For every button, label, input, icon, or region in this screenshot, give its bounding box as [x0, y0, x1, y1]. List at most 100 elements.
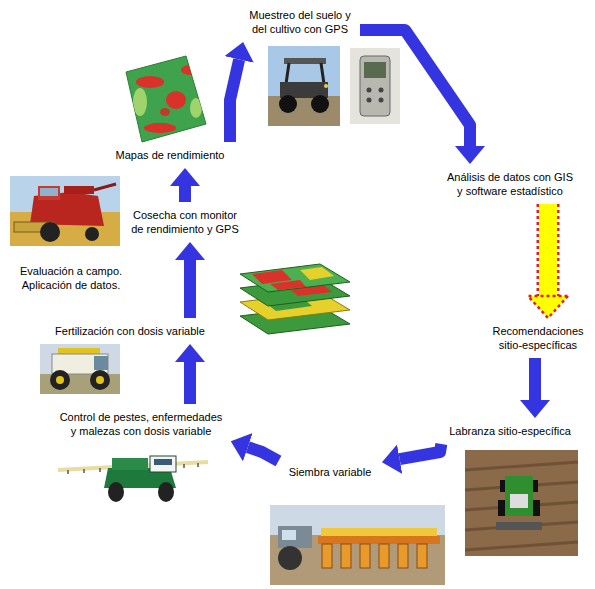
tillage-tractor-photo-part — [498, 500, 506, 516]
sprayer-part — [108, 482, 124, 502]
flow-arrow — [539, 204, 557, 296]
step-label: Mapas de rendimiento — [110, 146, 230, 164]
step-label: Muestreo del suelo y del cultivo con GPS — [244, 6, 356, 38]
sprayer-part — [112, 458, 148, 470]
planter-photo-part — [341, 544, 351, 568]
gps-device-photo-part — [350, 48, 400, 124]
step-text: Labranza sitio-específica — [444, 424, 576, 438]
combine-harvester-part — [85, 227, 99, 241]
note-label: Evaluación a campo. Aplicación de datos. — [14, 262, 128, 294]
flow-arrow-group — [360, 30, 470, 146]
tillage-tractor-photo-part — [532, 500, 540, 516]
fertilizer-applicator-part — [90, 370, 110, 390]
yield-map-part — [126, 56, 206, 142]
fertilizer-applicator-part — [50, 370, 70, 390]
combine-harvester-part — [40, 222, 60, 242]
planter-photo — [270, 505, 445, 585]
planter-photo-part — [322, 544, 332, 568]
gps-device-photo — [350, 48, 400, 124]
planter-photo-part — [398, 544, 408, 568]
step-text: Control de pestes, enfermedades y maleza… — [57, 410, 225, 438]
sprayer-part — [150, 456, 176, 472]
planter-photo-part — [278, 546, 302, 570]
flow-arrow — [184, 362, 196, 404]
flow-arrow-group — [548, 204, 549, 296]
combine-harvester — [10, 176, 120, 246]
flow-arrow — [179, 186, 191, 202]
planter-photo-part — [417, 544, 427, 568]
combine-harvester-part — [38, 186, 60, 200]
flow-arrow-group — [190, 260, 191, 318]
flow-arrow — [529, 358, 541, 400]
flow-arrow — [248, 447, 279, 461]
gis-layers-part — [270, 280, 306, 290]
flow-arrow-group — [190, 362, 191, 404]
flow-arrow-group — [185, 186, 186, 202]
yield-map-part — [133, 88, 147, 116]
fertilizer-applicator-part — [94, 356, 108, 370]
flow-arrow — [230, 59, 239, 142]
planter-photo-part — [318, 536, 440, 544]
sampling-vehicle-photo-part — [284, 58, 326, 64]
fertilizer-applicator-part — [96, 376, 104, 384]
gps-device-photo-part — [379, 88, 384, 93]
sampling-vehicle-photo-part — [286, 63, 324, 84]
step-label: Control de pestes, enfermedades y maleza… — [55, 408, 227, 440]
yield-map-part — [144, 123, 176, 133]
step-text: Siembra variable — [284, 465, 376, 479]
yield-map — [126, 56, 206, 142]
yield-map-part — [160, 108, 170, 116]
sampling-vehicle-photo-part — [268, 46, 340, 126]
combine-harvester-part — [40, 188, 58, 196]
gps-device-photo-part — [360, 56, 390, 116]
planter-photo-part — [278, 526, 312, 548]
sampling-vehicle-photo-part — [311, 95, 329, 113]
gps-device-photo-part — [367, 88, 372, 93]
gis-layers-part — [240, 264, 350, 292]
step-label: Recomendaciones sitio-específicas — [488, 322, 588, 354]
planter-photo-part — [360, 544, 370, 568]
flow-arrow-group — [400, 444, 442, 459]
fertilizer-applicator-part — [56, 376, 64, 384]
step-text: Muestreo del suelo y del cultivo con GPS — [246, 8, 354, 36]
combine-harvester-part — [10, 176, 120, 246]
step-text: Fertilización con dosis variable — [47, 324, 213, 338]
gps-device-photo-part — [379, 98, 384, 103]
tillage-tractor-photo-part — [510, 494, 528, 508]
fertilizer-applicator-part — [40, 344, 120, 394]
planter-photo-part — [379, 544, 389, 568]
sampling-vehicle-photo-part — [279, 95, 297, 113]
combine-harvester-part — [94, 184, 116, 190]
sampling-vehicle-photo — [268, 46, 340, 126]
yield-map — [133, 65, 202, 133]
step-label: Fertilización con dosis variable — [45, 322, 215, 340]
flow-arrow-group — [230, 59, 239, 142]
step-label: Siembra variable — [282, 463, 378, 481]
tillage-tractor-photo-part — [465, 462, 578, 550]
step-label: Análisis de datos con GIS y software est… — [443, 168, 577, 200]
yield-map-part — [190, 98, 202, 118]
sampling-vehicle-photo-part — [324, 84, 328, 88]
combine-harvester-part — [64, 186, 94, 194]
flow-arrow-group — [248, 447, 279, 461]
planter-photo-part — [321, 528, 437, 536]
yield-map-part — [136, 76, 164, 88]
gps-device-photo-part — [364, 62, 386, 78]
sampling-vehicle-photo-part — [268, 96, 340, 126]
step-text: Mapas de rendimiento — [112, 148, 228, 162]
step-text: Recomendaciones sitio-específicas — [490, 324, 586, 352]
step-text: Análisis de datos con GIS y software est… — [445, 170, 575, 198]
step-text: Cosecha con monitor de rendimiento y GPS — [130, 208, 240, 236]
gps-device-photo-part — [367, 98, 372, 103]
sprayer — [58, 456, 208, 502]
tillage-tractor-photo-part — [465, 450, 578, 556]
gis-layers — [240, 264, 350, 334]
gis-layers-part — [300, 267, 334, 280]
fertilizer-applicator — [40, 344, 120, 394]
sprayer-part — [154, 459, 172, 465]
flow-arrow — [400, 444, 442, 459]
tillage-tractor-photo-part — [496, 522, 542, 530]
flow-arrow-group — [535, 358, 536, 400]
